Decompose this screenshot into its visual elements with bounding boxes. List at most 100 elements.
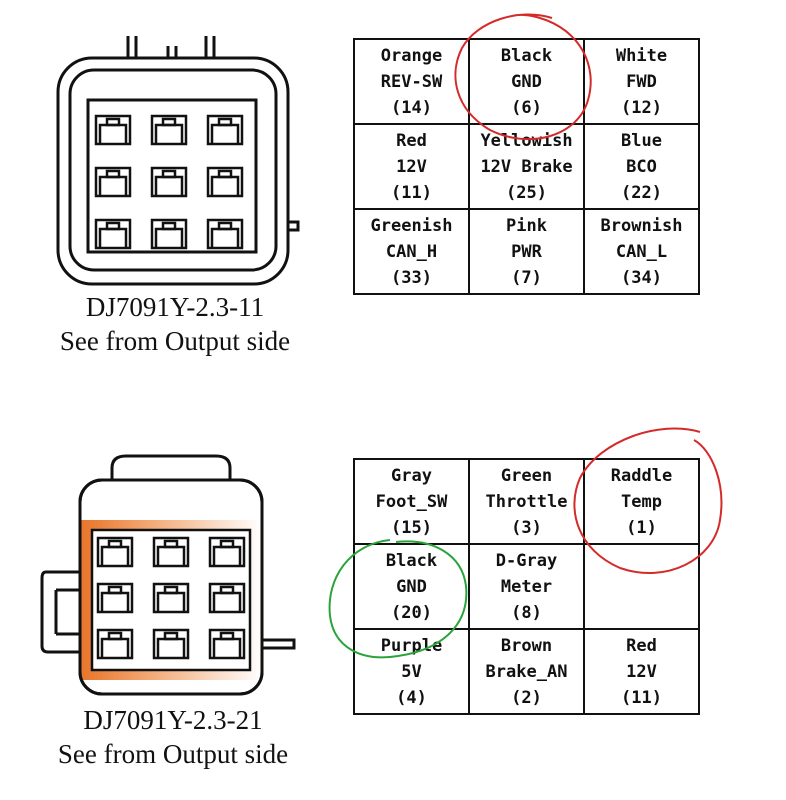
connector-2-subtitle: See from Output side [57,739,289,769]
pin-number: (11) [621,687,662,708]
wire-color: Red [626,635,657,656]
pin-number: (4) [396,687,427,708]
wire-color: Orange [380,45,443,66]
wire-signal: REV-SW [380,71,443,92]
connector-1-model: DJ7091Y-2.3-11 [85,292,265,322]
wire-signal: 12V [396,156,427,177]
wire-color: Purple [380,635,443,656]
wire-signal: GND [511,71,542,92]
pin-socket [206,166,244,198]
pin-socket [152,582,190,614]
pin-cell: Purple 5V (4) [353,628,470,715]
wire-color: White [615,45,668,66]
wire-signal: FWD [626,71,657,92]
wire-color: D-Gray [495,550,558,571]
wire-color: Greenish [370,215,453,236]
wire-color: Green [500,465,553,486]
pin-socket [206,218,244,250]
pin-socket [206,114,244,146]
pin-socket [94,114,132,146]
wire-signal: PWR [511,241,542,262]
wire-color: Black [385,550,438,571]
wire-color: Black [500,45,553,66]
pin-cell-empty [583,543,700,630]
pin-socket [208,536,246,568]
wire-signal: 12V [626,661,657,682]
pin-socket [96,582,134,614]
pin-cell: Red 12V (11) [583,628,700,715]
pin-number: (34) [621,267,662,288]
pin-socket [96,536,134,568]
wire-signal: Foot_SW [375,491,448,512]
pin-cell: Red 12V (11) [353,123,470,210]
pin-number: (1) [626,517,657,538]
pin-number: (7) [511,267,542,288]
pin-socket [208,628,246,660]
wire-signal: Brake_AN [485,661,568,682]
connector-2-caption: DJ7091Y-2.3-21 See from Output side [18,703,328,771]
connector-1-drawing [56,36,300,286]
pin-socket [150,218,188,250]
pin-number: (2) [511,687,542,708]
pin-number: (20) [391,602,432,623]
connector-2-model: DJ7091Y-2.3-21 [83,705,263,735]
connector-2-drawing [40,454,296,696]
pin-number: (22) [621,182,662,203]
pin-number: (14) [391,97,432,118]
pin-number: (11) [391,182,432,203]
pin-number: (33) [391,267,432,288]
pin-number: (12) [621,97,662,118]
wire-color: Brownish [600,215,683,236]
wire-signal: CAN_L [615,241,668,262]
pin-socket [96,628,134,660]
pin-socket [94,166,132,198]
wire-color: Raddle [610,465,673,486]
pin-number: (6) [511,97,542,118]
connector-1-subtitle: See from Output side [59,326,291,356]
wire-color: Red [396,130,427,151]
pin-number: (3) [511,517,542,538]
pin-socket [150,166,188,198]
pin-socket [208,582,246,614]
pin-number: (8) [511,602,542,623]
wire-color: Blue [621,130,662,151]
pin-socket [150,114,188,146]
pin-cell: Yellowish 12V Brake (25) [468,123,585,210]
wire-signal: Throttle [485,491,568,512]
wire-signal: BCO [626,156,657,177]
wire-signal: Meter [500,576,553,597]
wire-color: Brown [500,635,553,656]
pin-number: (25) [506,182,547,203]
wire-signal: 12V Brake [480,156,573,177]
wire-signal: 5V [401,661,422,682]
pin-socket [94,218,132,250]
connector-1-caption: DJ7091Y-2.3-11 See from Output side [20,290,330,358]
pin-socket [152,536,190,568]
wire-signal: CAN_H [385,241,438,262]
wire-signal: Temp [621,491,662,512]
wire-color: Yellowish [480,130,573,151]
pin-socket [152,628,190,660]
wire-color: Pink [506,215,547,236]
